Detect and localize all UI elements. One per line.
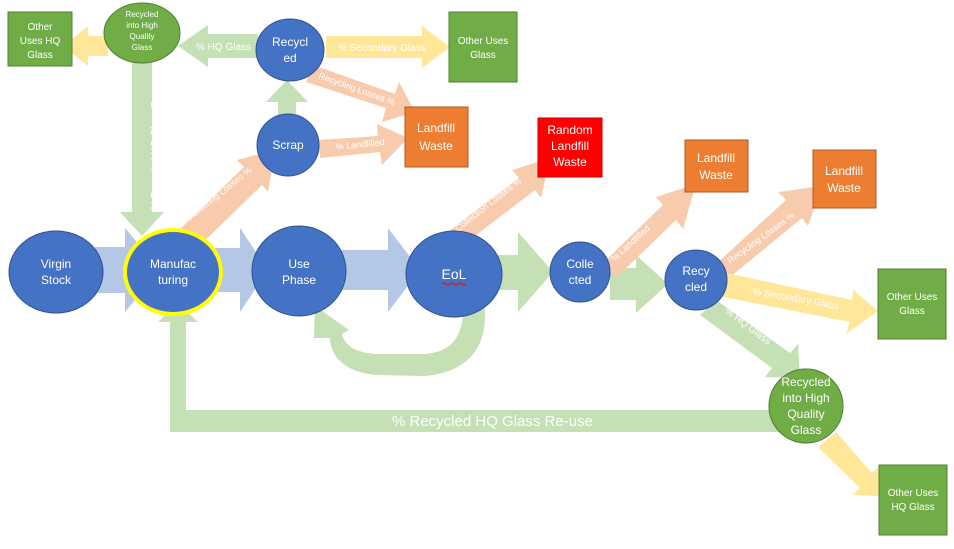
repowered-loop-arrow <box>314 295 485 376</box>
label-repowered: % Repowered <box>359 376 453 393</box>
flow-arrow-collected-landfilled <box>604 184 696 278</box>
flow-arrow-eol-to-collected <box>488 232 553 312</box>
flow-arrow-hq-glass-top <box>178 25 258 67</box>
recycled-hq-reuse-loop-arrow <box>158 303 780 432</box>
flow-arrow-hq-glass-bottom <box>700 300 800 378</box>
flow-arrow-recycling-losses-bottom <box>716 186 822 282</box>
label-recycling-losses-bottom: Recycling Losses % <box>725 210 796 265</box>
flow-arrow-recycling-losses-top <box>306 65 415 122</box>
spellcheck-squiggle <box>441 282 467 286</box>
flow-arrow-secondary-glass-bottom <box>718 272 878 334</box>
label-secondary-glass-top: % Secondary Glass <box>338 43 426 54</box>
label-recycled-hq-reuse: % Recycled HQ Glass Re-use <box>392 413 593 430</box>
flow-arrow-use-to-eol <box>340 228 420 312</box>
flow-arrow-hq-bottom-to-other-uses <box>818 432 880 496</box>
node-scrap: Scrap <box>256 113 320 177</box>
svg-text:Scrap: Scrap <box>272 138 304 152</box>
flow-arrow-collection-losses <box>445 158 550 249</box>
flow-arrow-hq-reuse-vertical <box>120 62 164 236</box>
flow-arrow-secondary-glass-top <box>326 26 450 68</box>
svg-text:Recycled: Recycled <box>682 264 709 294</box>
flow-arrow-hq-top-to-other-uses <box>63 26 108 66</box>
label-hq-reuse-vertical: % Recycled HQ Glass Reuse <box>150 79 161 210</box>
flow-arrow-manufacturing-losses <box>171 150 275 258</box>
svg-text:Recycled: Recycled <box>272 35 308 65</box>
flow-arrow-manufacturing-to-use <box>215 228 268 312</box>
node-eol: EoL <box>405 230 503 318</box>
svg-text:EoL: EoL <box>442 266 467 282</box>
label-hq-glass-top: % HQ Glass <box>196 42 251 53</box>
svg-text:Manufacturing: Manufacturing <box>150 257 196 287</box>
flow-arrow-scrap-to-recycled <box>266 80 308 120</box>
flow-arrow-scrap-landfilled <box>318 124 408 165</box>
